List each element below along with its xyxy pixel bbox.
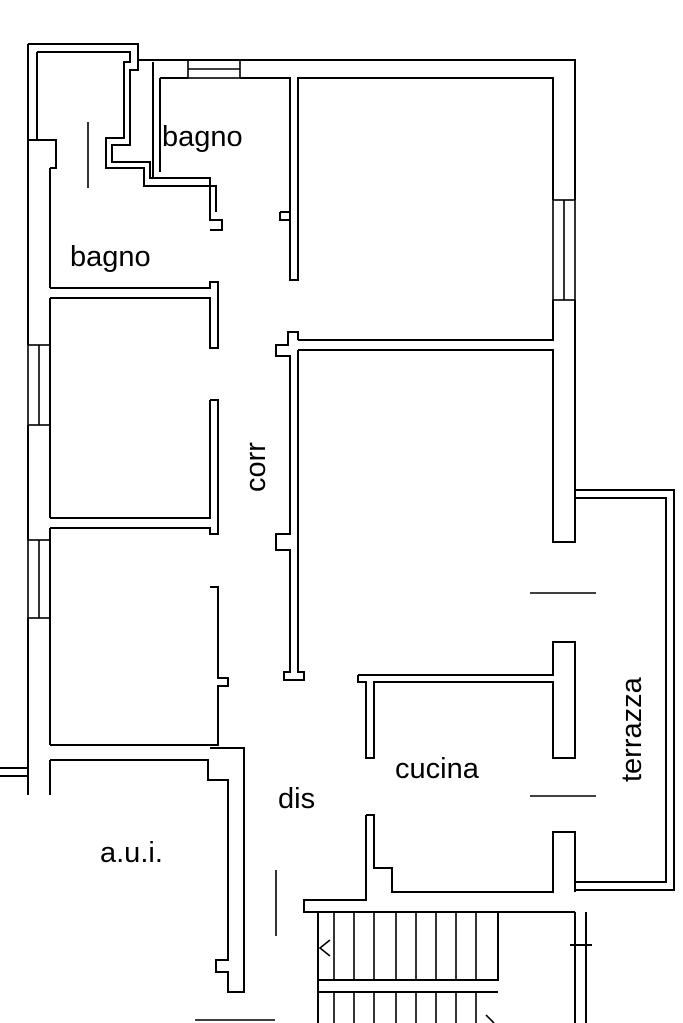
room-label-corr: corr (240, 442, 272, 492)
room-label-bagno-left: bagno (70, 241, 151, 273)
room-label-bagno-top: bagno (162, 121, 243, 153)
entrance-marks (195, 870, 277, 1021)
right-exterior-wall (298, 199, 576, 543)
terrace-outline (575, 489, 675, 891)
room-label-aui: a.u.i. (100, 837, 163, 869)
room-label-dis: dis (278, 783, 315, 815)
left-rooms-partitions (50, 281, 245, 993)
left-exterior-wall (0, 140, 51, 795)
staircase (317, 912, 592, 1023)
kitchen-walls (303, 592, 596, 913)
top-exterior-wall (138, 59, 576, 281)
corridor-walls (275, 331, 305, 681)
bathroom-block-walls (27, 43, 223, 231)
room-label-terrazza: terrazza (616, 676, 648, 782)
room-label-cucina: cucina (395, 753, 480, 785)
